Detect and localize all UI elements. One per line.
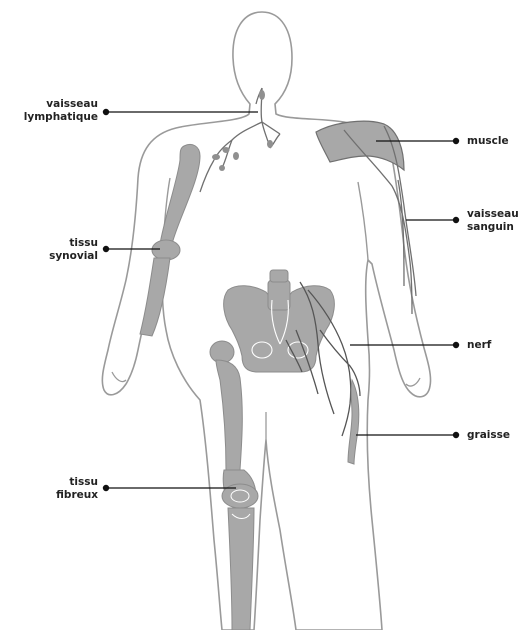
bullet-muscle: [453, 138, 458, 143]
label-nerf: nerf: [467, 339, 491, 352]
bullet-fibreux: [103, 485, 108, 490]
leg-bones: [210, 341, 258, 630]
fat-tissue: [348, 380, 359, 464]
right-arm-inner-line: [358, 182, 368, 260]
lymphatic-vessels: [200, 88, 280, 192]
pelvis: [224, 270, 335, 372]
arm-bones: [140, 144, 200, 336]
label-tissu-synovial: tissu synovial: [49, 237, 98, 263]
left-hand-outline: [112, 372, 126, 382]
bullet-sanguin: [453, 217, 458, 222]
label-vaisseau-sanguin: vaisseau sanguin: [467, 208, 519, 234]
label-tissu-fibreux: tissu fibreux: [56, 476, 98, 502]
bullet-synovial: [103, 246, 108, 251]
label-muscle: muscle: [467, 135, 509, 148]
label-vaisseau-lymphatique: vaisseau lymphatique: [24, 98, 98, 124]
right-hand-outline: [406, 378, 420, 386]
bullet-nerf: [453, 342, 458, 347]
bullet-graisse: [453, 432, 458, 437]
bullet-lymphatique: [103, 109, 108, 114]
deltoid-muscle: [316, 121, 404, 170]
label-graisse: graisse: [467, 429, 510, 442]
